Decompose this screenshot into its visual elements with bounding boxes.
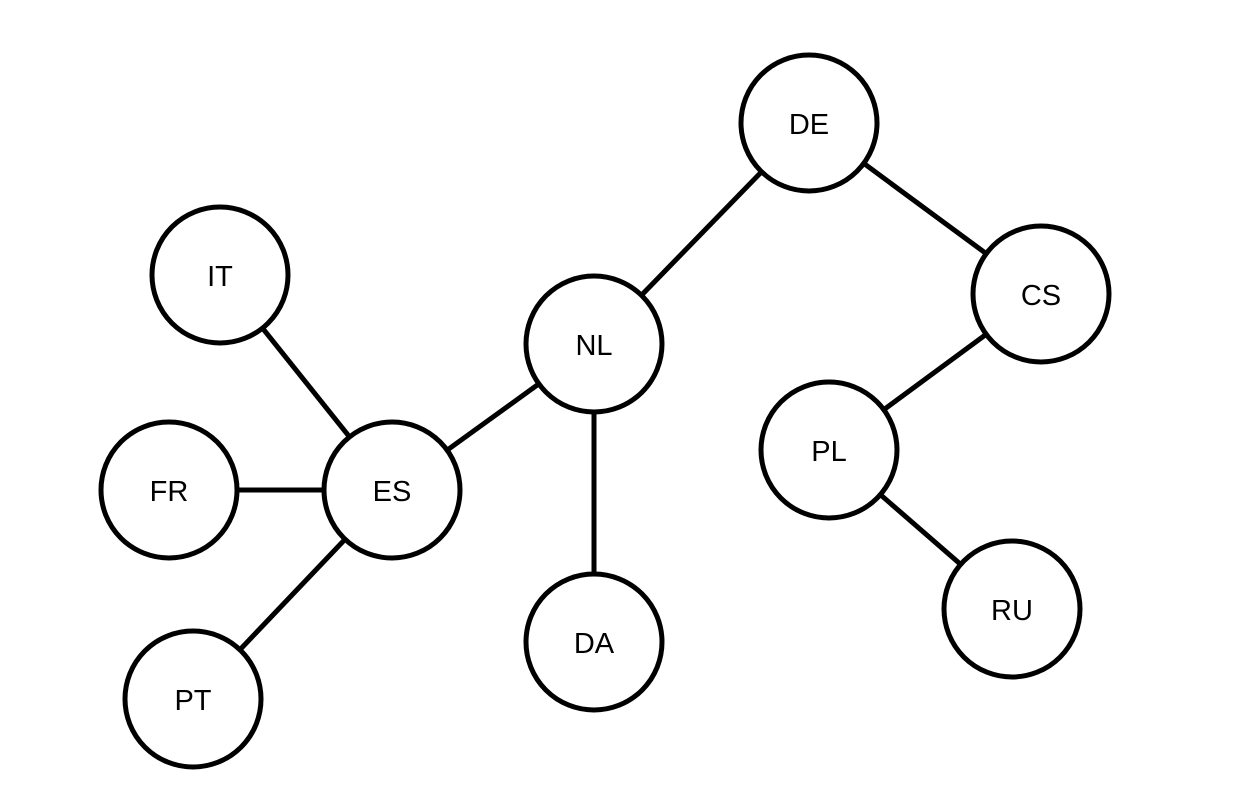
node-pl-circle [758, 379, 900, 521]
node-da-label: DA [574, 628, 615, 660]
node-ru: RU [941, 538, 1083, 680]
node-ru-label: RU [991, 595, 1033, 627]
node-pt-circle [122, 628, 264, 770]
node-de-label: DE [789, 109, 829, 141]
node-pt-label: PT [174, 685, 211, 717]
node-pt: PT [122, 628, 264, 770]
node-da-circle [523, 571, 665, 713]
node-it: IT [149, 204, 291, 346]
node-it-label: IT [207, 261, 233, 293]
node-es-circle [321, 419, 463, 561]
node-fr: FR [98, 419, 240, 561]
node-cs-circle [970, 223, 1112, 365]
node-fr-circle [98, 419, 240, 561]
node-es-label: ES [373, 476, 412, 508]
node-de: DE [738, 52, 880, 194]
node-pl: PL [758, 379, 900, 521]
node-de-circle [738, 52, 880, 194]
node-nl-circle [523, 273, 665, 415]
node-it-circle [149, 204, 291, 346]
node-ru-circle [941, 538, 1083, 680]
node-fr-label: FR [150, 476, 189, 508]
node-nl-label: NL [575, 330, 612, 362]
nodes-layer: DE CS IT NL PL FR ES RU [98, 52, 1112, 770]
node-da: DA [523, 571, 665, 713]
node-es: ES [321, 419, 463, 561]
node-pl-label: PL [811, 436, 846, 468]
node-cs: CS [970, 223, 1112, 365]
node-nl: NL [523, 273, 665, 415]
node-cs-label: CS [1021, 280, 1061, 312]
